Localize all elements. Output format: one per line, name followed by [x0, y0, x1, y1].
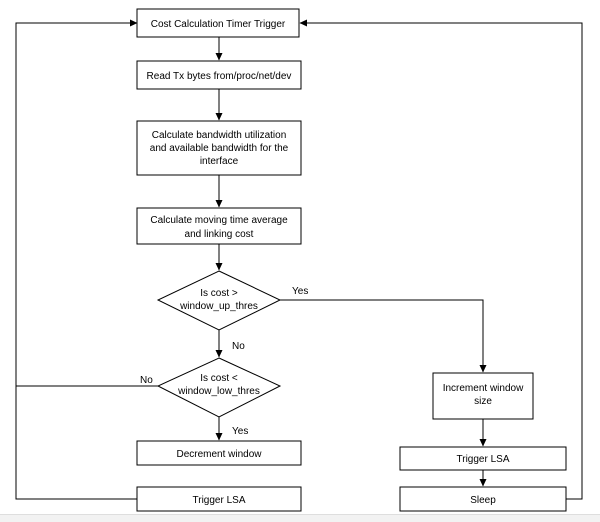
page-bottom-edge	[0, 514, 600, 522]
edge-label-up-no: No	[232, 341, 245, 352]
calc-bandwidth-label-line2: and available bandwidth for the	[150, 143, 289, 154]
node-trigger-lsa-right: Trigger LSA	[399, 446, 567, 471]
edge-labels: Yes No No Yes	[140, 286, 308, 437]
node-decrement-window: Decrement window	[136, 440, 302, 466]
decrement-window-label: Decrement window	[176, 449, 262, 460]
node-trigger-lsa-left: Trigger LSA	[136, 486, 302, 512]
trigger-lsa-left-label: Trigger LSA	[193, 495, 246, 506]
decision-low-label-line1: Is cost <	[200, 373, 238, 384]
decision-up-label-line2: window_up_thres	[179, 301, 258, 312]
calc-average-label-line1: Calculate moving time average	[150, 215, 288, 226]
edge-label-low-no: No	[140, 375, 153, 386]
node-calc-bandwidth: Calculate bandwidth utilization and avai…	[136, 120, 302, 176]
node-timer-trigger: Cost Calculation Timer Trigger	[136, 8, 300, 38]
node-sleep: Sleep	[399, 486, 567, 512]
node-decision-up: Is cost > window_up_thres	[156, 270, 282, 331]
node-increment-window: Increment window size	[432, 372, 534, 420]
trigger-lsa-right-label: Trigger LSA	[457, 454, 510, 465]
edge-decision-up-yes	[280, 299, 487, 373]
read-tx-label: Read Tx bytes from/proc/net/dev	[147, 71, 292, 82]
timer-trigger-label: Cost Calculation Timer Trigger	[151, 19, 286, 30]
edge-sleep-loop-back	[299, 19, 583, 500]
sleep-label: Sleep	[470, 495, 496, 506]
decision-up-label-line1: Is cost >	[200, 288, 238, 299]
calc-average-label-line2: and linking cost	[185, 229, 254, 240]
increment-window-label-line1: Increment window	[443, 383, 524, 394]
edge-label-low-yes: Yes	[232, 426, 248, 437]
decision-low-label-line2: window_low_thres	[177, 386, 260, 397]
increment-window-label-line2: size	[474, 396, 492, 407]
calc-bandwidth-label-line1: Calculate bandwidth utilization	[152, 130, 287, 141]
edge-label-up-yes: Yes	[292, 286, 308, 297]
connectors	[15, 19, 583, 500]
edge-trigger-left-loop-back	[15, 19, 138, 500]
node-calc-average: Calculate moving time average and linkin…	[136, 207, 302, 245]
calc-bandwidth-label-line3: interface	[200, 156, 239, 167]
node-decision-low: Is cost < window_low_thres	[156, 357, 282, 418]
node-read-tx: Read Tx bytes from/proc/net/dev	[136, 60, 302, 90]
